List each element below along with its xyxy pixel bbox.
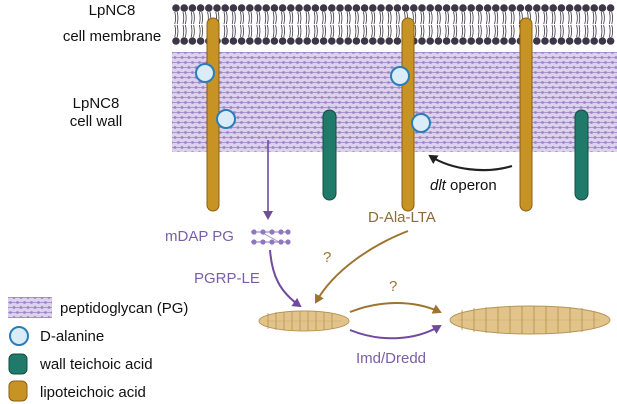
legend: peptidoglycan (PG) D-alanine wall teicho… xyxy=(8,297,188,402)
operon-word: operon xyxy=(446,177,497,194)
dlt-operon-label: dlt operon xyxy=(430,177,497,194)
wall-label-line2: cell wall xyxy=(70,113,123,130)
lipoteichoic-acid-2 xyxy=(401,17,415,212)
mdap-pg-label: mDAP PG xyxy=(165,228,234,245)
membrane-label-line2: cell membrane xyxy=(63,28,161,45)
legend-label-peptidoglycan: peptidoglycan (PG) xyxy=(60,300,188,317)
mdap-pg-fragment-icon xyxy=(251,229,291,245)
d-alanine-2 xyxy=(216,109,236,129)
question-mark-1: ? xyxy=(323,249,331,266)
wall-teichoic-acid-2 xyxy=(574,109,589,201)
growth-arrow-purple xyxy=(349,324,442,340)
wall-label-line1: LpNC8 xyxy=(73,95,120,112)
wall-teichoic-acid-1 xyxy=(322,109,337,201)
membrane-label-line1: LpNC8 xyxy=(89,2,136,19)
lipoteichoic-acid-3 xyxy=(519,17,533,212)
d-alanine-icon xyxy=(9,326,29,346)
lipoteichoic-acid-icon xyxy=(8,380,28,402)
d-alanine-3 xyxy=(390,66,410,86)
dlt-operon-arrow xyxy=(428,154,513,172)
large-larva-icon xyxy=(449,305,611,335)
dlt-italic: dlt xyxy=(430,177,447,194)
d-alanine-1 xyxy=(195,63,215,83)
peptidoglycan-icon xyxy=(8,297,52,318)
growth-arrow-brown xyxy=(349,302,442,314)
cell-wall-peptidoglycan xyxy=(172,52,617,152)
d-ala-lta-arrow xyxy=(315,230,409,304)
legend-label-wall-teichoic-acid: wall teichoic acid xyxy=(39,356,153,373)
question-mark-2: ? xyxy=(389,278,397,295)
cell-membrane xyxy=(172,4,615,45)
small-larva-icon xyxy=(258,310,350,332)
pgrp-le-label: PGRP-LE xyxy=(194,270,260,287)
d-alanine-4 xyxy=(411,113,431,133)
legend-label-lipoteichoic-acid: lipoteichoic acid xyxy=(40,384,146,401)
d-ala-lta-label: D-Ala-LTA xyxy=(368,209,436,226)
legend-label-d-alanine: D-alanine xyxy=(40,328,104,345)
pgrp-le-arrow xyxy=(269,249,302,308)
imd-dredd-label: Imd/Dredd xyxy=(356,350,426,367)
wall-teichoic-acid-icon xyxy=(8,353,28,375)
